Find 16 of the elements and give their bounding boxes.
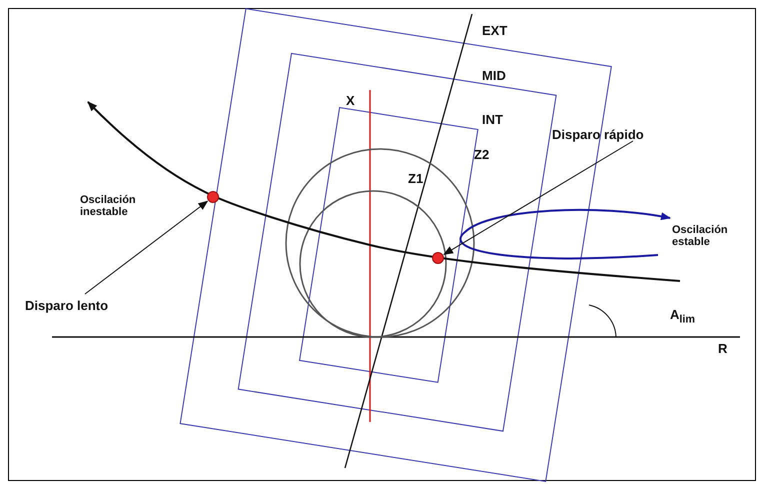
trajectory-label: Oscilación inestable: [80, 194, 137, 218]
leader-arrow: [84, 200, 208, 294]
zone-label: Z1: [408, 172, 424, 186]
zone-label: EXT: [482, 24, 508, 38]
axis-label: X: [346, 94, 355, 108]
zone-label: INT: [482, 113, 503, 128]
trip-point: [432, 252, 444, 264]
trajectory-label: Oscilación estable: [672, 224, 729, 248]
angle-label: A$_{lim}$: [670, 308, 696, 326]
callout-text: Disparo lento: [25, 299, 108, 314]
trip-point: [207, 191, 219, 203]
zone-label: MID: [482, 69, 506, 84]
leader-arrow: [443, 140, 634, 255]
callout-text: Disparo rápido: [552, 128, 644, 142]
axis-label: R: [718, 342, 728, 356]
zone-label: Z2: [474, 148, 490, 162]
